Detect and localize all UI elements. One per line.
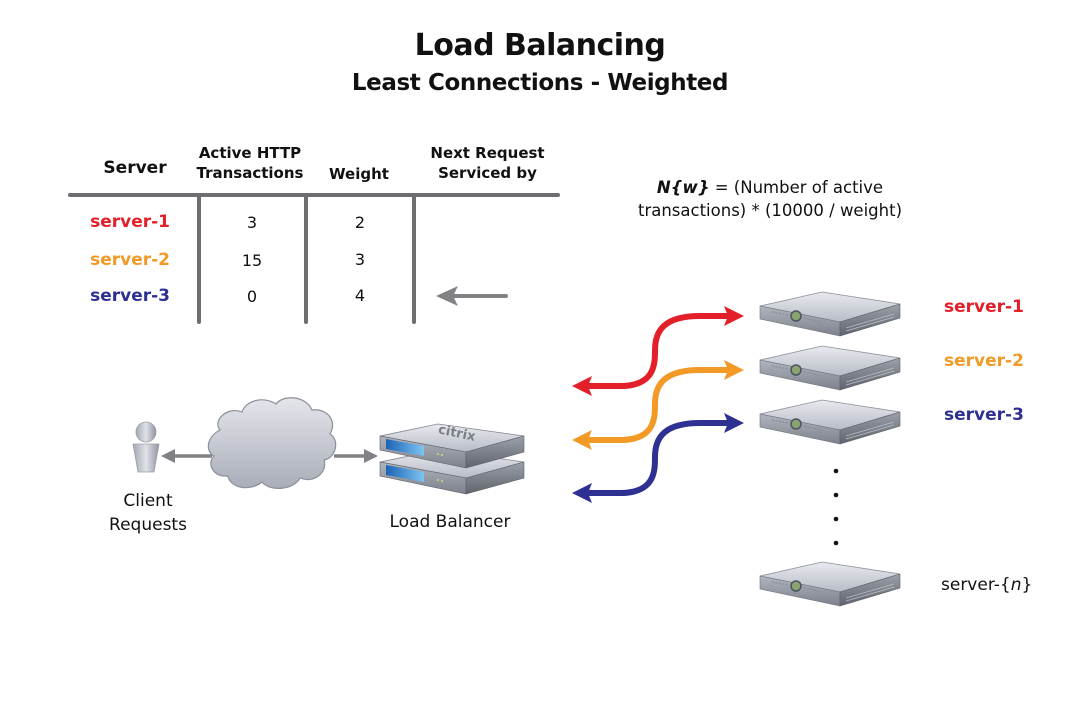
header-next-line1: Next Request (430, 144, 545, 162)
server-n-label: server-{n} (941, 575, 1032, 595)
header-server: Server (103, 158, 167, 178)
server-n-prefix: server-{ (941, 575, 1011, 595)
cloud-icon (207, 397, 337, 489)
diagram-subtitle: Least Connections - Weighted (351, 70, 729, 96)
server-label: server-1 (944, 297, 1024, 317)
diagram-title: Load Balancing (414, 28, 666, 63)
client-requests-label: Client Requests (88, 489, 208, 537)
formula-line2: transactions) * (10000 / weight) (637, 201, 903, 220)
cloud-lb-arrow (334, 449, 378, 463)
ellipsis-dots (833, 468, 839, 546)
server-3-icon (759, 399, 901, 445)
formula-symbol: N{w} (656, 178, 710, 197)
table-row-weight: 2 (354, 213, 366, 232)
server-label: server-3 (944, 405, 1024, 425)
formula-line1: = (Number of active (709, 178, 884, 197)
client-cloud-arrow (161, 449, 212, 463)
table-row-weight: 3 (354, 250, 366, 269)
server-n-suffix: } (1021, 575, 1033, 595)
server-1-icon (759, 291, 901, 337)
table-row-active: 0 (246, 287, 258, 306)
load-balancer-label: Load Balancer (389, 512, 511, 532)
header-active-line2: Transactions (196, 164, 304, 182)
client-label-line1: Client (123, 491, 173, 511)
table-row-active: 3 (246, 213, 258, 232)
header-active-line1: Active HTTP (198, 144, 302, 162)
server-label: server-2 (944, 351, 1024, 371)
connection-arrow-server-1 (572, 306, 744, 396)
table-row-server-name: server-3 (90, 286, 170, 306)
header-weight: Weight (329, 165, 389, 183)
header-active-transactions: Active HTTP Transactions (190, 143, 310, 183)
table-row-weight: 4 (354, 286, 366, 305)
connection-arrow-server-3 (572, 413, 744, 503)
weight-formula: N{w} = (Number of active transactions) *… (590, 176, 950, 222)
table-row-server-name: server-1 (90, 212, 170, 232)
table-row-active: 15 (241, 251, 263, 270)
header-next-line2: Serviced by (438, 164, 537, 182)
server-2-icon (759, 345, 901, 391)
server-n-icon (759, 561, 901, 607)
server-n-var: n (1010, 575, 1022, 595)
left-arrow-icon (436, 286, 508, 306)
user-icon (132, 421, 160, 473)
appliance-icon: citrix (379, 422, 525, 495)
connection-arrow-server-2 (572, 360, 744, 450)
table-row-server-name: server-2 (90, 250, 170, 270)
header-next-request: Next Request Serviced by (420, 143, 555, 183)
client-label-line2: Requests (109, 515, 187, 535)
